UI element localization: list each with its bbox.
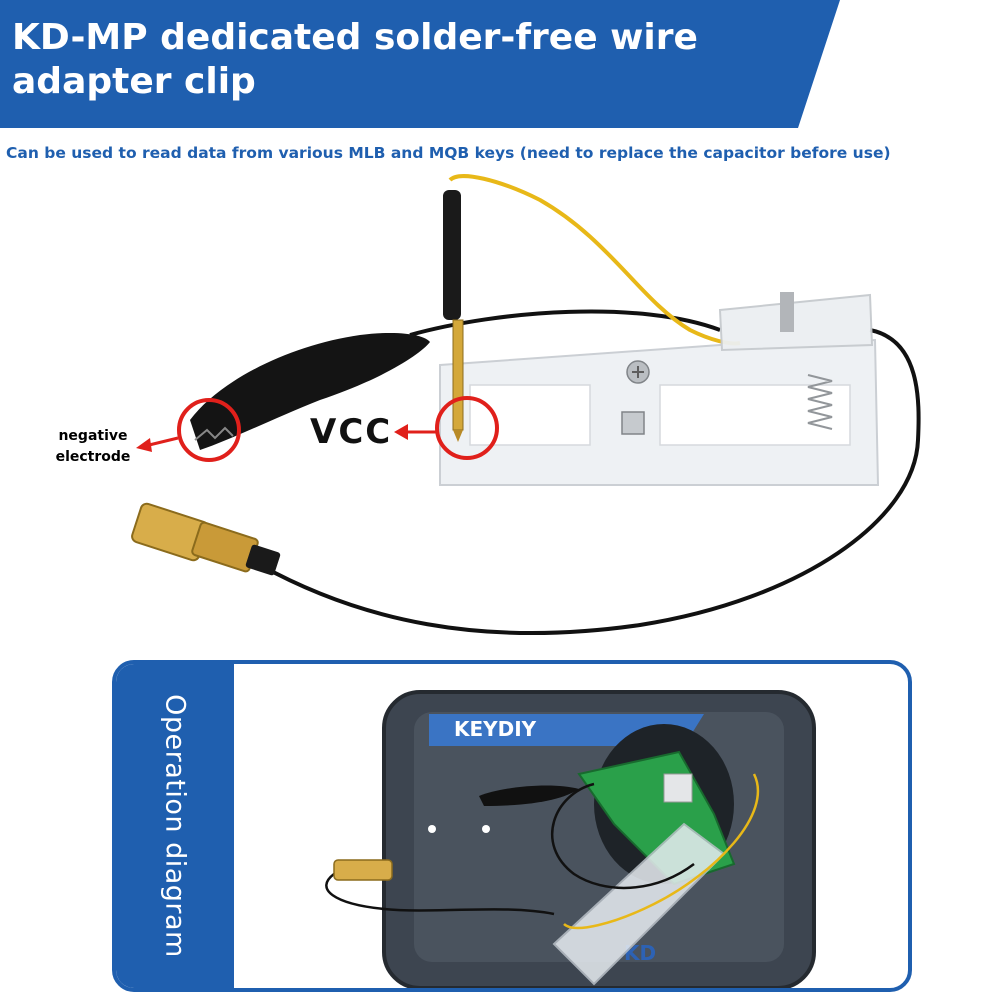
title-banner [0,0,840,128]
acrylic-bracket [439,292,880,486]
operation-diagram-label: Operation diagram [159,694,191,958]
led-icon [482,825,490,833]
page-subtitle: Can be used to read data from various ML… [6,144,891,162]
yellow-wire [448,174,741,346]
black-cable [259,328,921,636]
vcc-pin [452,319,464,431]
sma-connector [131,502,281,576]
negative-arrow-icon [136,436,179,452]
operation-diagram-panel: Operation diagram KEYDIY KD [112,660,912,992]
negative-highlight-circle [177,398,241,462]
sma-connector-small [333,859,393,881]
spring-icon [807,374,833,430]
page-title: KD-MP dedicated solder-free wire adapter… [12,17,698,102]
vcc-arrow-icon [394,424,437,440]
black-wire [409,309,721,337]
led-icon [428,825,436,833]
device-brand: KEYDIY [454,717,537,741]
vcc-highlight-circle [435,396,499,460]
operation-diagram-sidebar: Operation diagram [116,664,234,988]
operation-photo: KEYDIY KD [325,690,816,988]
product-illustration [131,174,921,636]
alligator-clip [190,332,430,450]
heat-shrink-sleeve [443,190,461,320]
negative-electrode-label: negative electrode [55,428,131,465]
nut-icon [621,411,645,435]
vcc-label: VCC [310,412,393,452]
